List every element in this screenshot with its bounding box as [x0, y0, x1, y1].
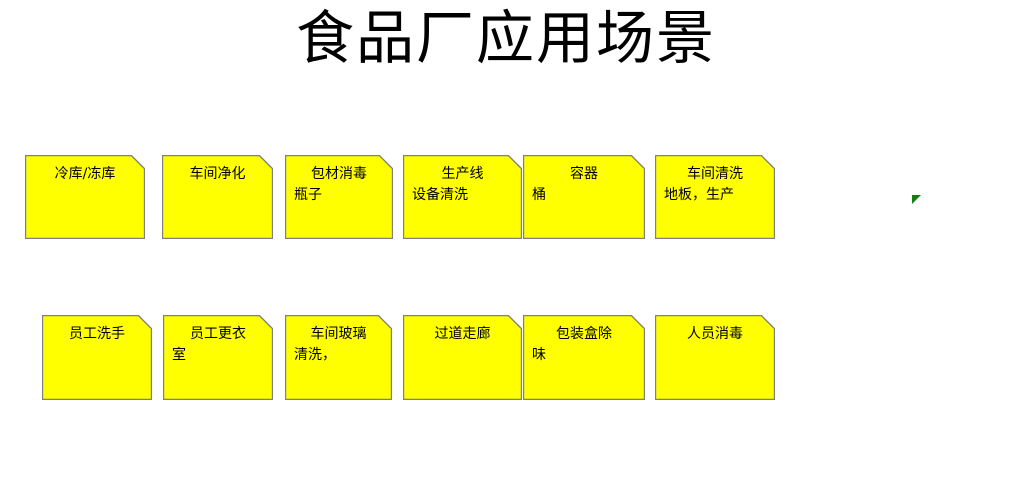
box-fold-shape	[285, 155, 393, 239]
box-fold-shape	[523, 155, 645, 239]
flowchart-box-workshop-glass[interactable]: 车间玻璃清洗，	[285, 315, 392, 400]
flowchart-box-personnel-disinfect[interactable]: 人员消毒	[655, 315, 775, 400]
box-fold-shape	[655, 155, 775, 239]
box-fold-shape	[403, 155, 522, 239]
flowchart-box-production-line[interactable]: 生产线设备清洗	[403, 155, 522, 239]
box-fold-shape	[162, 155, 273, 239]
flowchart-box-container[interactable]: 容器桶	[523, 155, 645, 239]
flowchart-box-packaging-disinfect[interactable]: 包材消毒瓶子	[285, 155, 393, 239]
flowchart-box-aisle-corridor[interactable]: 过道走廊	[403, 315, 522, 400]
box-fold-shape	[42, 315, 152, 400]
box-fold-shape	[163, 315, 273, 400]
flowchart-box-staff-handwash[interactable]: 员工洗手	[42, 315, 152, 400]
box-fold-shape	[403, 315, 522, 400]
box-fold-shape	[25, 155, 145, 239]
box-fold-shape	[655, 315, 775, 400]
green-corner-mark	[912, 195, 921, 204]
flowchart-box-cold-storage[interactable]: 冷库/冻库	[25, 155, 145, 239]
flowchart-box-box-deodorize[interactable]: 包装盒除味	[523, 315, 645, 400]
box-fold-shape	[285, 315, 392, 400]
box-fold-shape	[523, 315, 645, 400]
page-title: 食品厂应用场景	[295, 6, 716, 71]
flowchart-box-workshop-wash[interactable]: 车间清洗地板，生产	[655, 155, 775, 239]
flowchart-box-workshop-purify[interactable]: 车间净化	[162, 155, 273, 239]
flowchart-box-staff-locker-room[interactable]: 员工更衣室	[163, 315, 273, 400]
